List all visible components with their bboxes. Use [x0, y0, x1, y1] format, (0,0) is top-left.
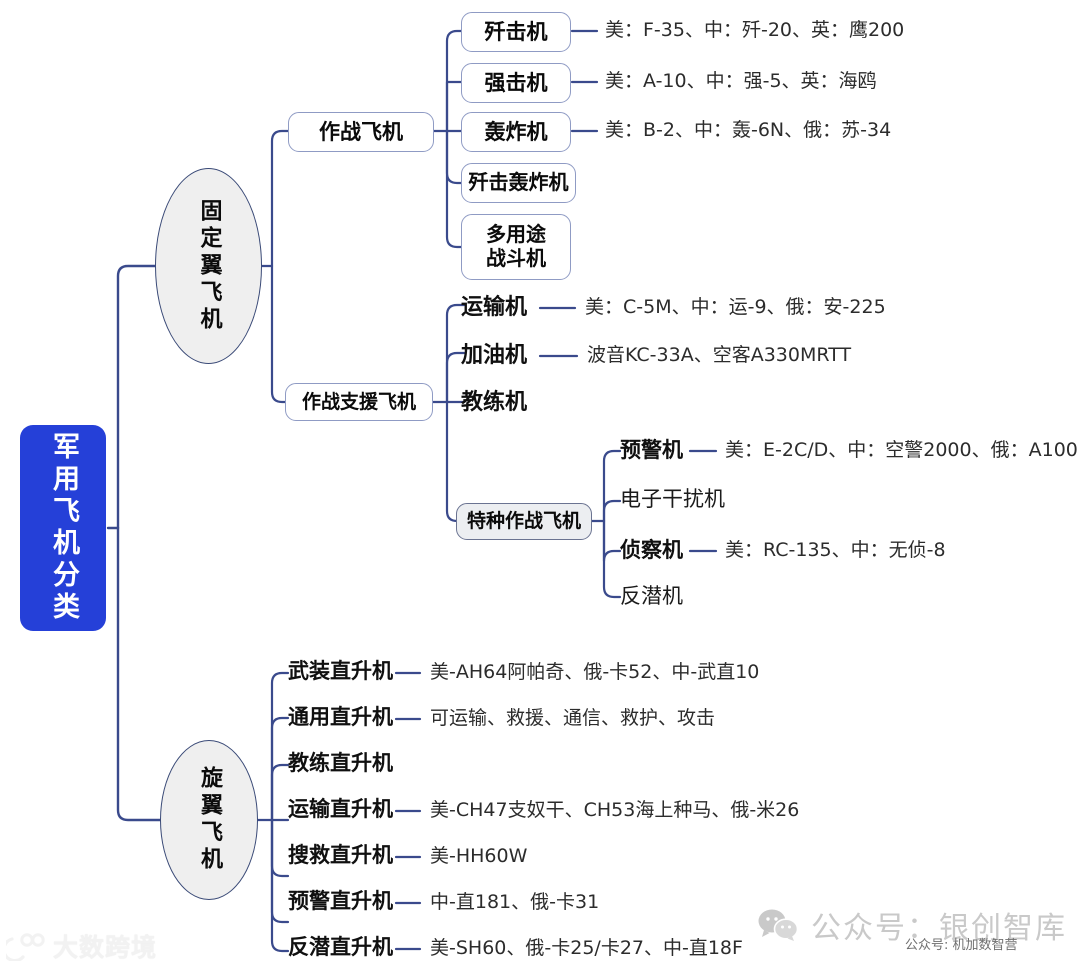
annotation-aew-helicopter: 中-直181、俄-卡31	[430, 891, 600, 913]
annotation-transport-helicopter: 美-CH47支奴干、CH53海上种马、俄-米26	[430, 799, 800, 821]
annotation-transport-aircraft: 美：C-5M、中：运-9、俄：安-225	[585, 296, 886, 318]
annotation-fighter: 美：F-35、中：歼-20、英：鹰200	[605, 19, 905, 41]
annotation-awacs: 美：E-2C/D、中：空警2000、俄：A100	[725, 439, 1078, 461]
node-transport-aircraft[interactable]: 运输机	[461, 295, 528, 320]
branch-node-rotary-wing[interactable]: 旋翼飞机	[160, 740, 258, 900]
node-aew-helicopter[interactable]: 预警直升机	[288, 889, 393, 913]
node-sar-helicopter[interactable]: 搜救直升机	[288, 843, 393, 867]
annotation-utility-helicopter: 可运输、救援、通信、救护、攻击	[430, 707, 716, 729]
watermark-right-text: 公众号：银创智库	[811, 911, 1067, 946]
node-fighter-bomber[interactable]: 歼击轰炸机	[461, 163, 576, 203]
annotation-bomber: 美：B-2、中：轰-6N、俄：苏-34	[605, 119, 892, 141]
watermark-secondary-account: 公众号: 机加数智营	[905, 938, 1018, 953]
annotation-attack-helicopter: 美-AH64阿帕奇、俄-卡52、中-武直10	[430, 661, 760, 683]
node-tanker-aircraft[interactable]: 加油机	[461, 343, 528, 368]
node-transport-helicopter[interactable]: 运输直升机	[288, 797, 393, 821]
node-special-operations-aircraft[interactable]: 特种作战飞机	[456, 503, 592, 540]
annotation-tanker-aircraft: 波音KC-33A、空客A330MRTT	[587, 344, 852, 366]
node-combat-support-aircraft[interactable]: 作战支援飞机	[285, 383, 433, 421]
node-awacs[interactable]: 预警机	[620, 438, 683, 462]
node-anti-submarine-aircraft[interactable]: 反潜机	[620, 584, 683, 608]
node-combat-aircraft[interactable]: 作战飞机	[288, 112, 434, 152]
node-multirole-fighter[interactable]: 多用途 战斗机	[461, 214, 571, 280]
wechat-icon	[758, 909, 799, 941]
node-attack-aircraft[interactable]: 强击机	[461, 63, 571, 103]
node-trainer-helicopter[interactable]: 教练直升机	[288, 751, 393, 775]
annotation-attack-aircraft: 美：A-10、中：强-5、英：海鸥	[605, 70, 877, 92]
watermark-wechat-account: 公众号：银创智库	[757, 903, 1067, 947]
watermark-left-text: 大数跨境	[53, 933, 158, 962]
node-reconnaissance-aircraft[interactable]: 侦察机	[620, 538, 683, 562]
annotation-reconnaissance-aircraft: 美：RC-135、中：无侦-8	[725, 539, 946, 561]
dashu-logo-icon	[6, 933, 45, 961]
node-bomber[interactable]: 轰炸机	[461, 112, 571, 152]
root-node[interactable]: 军用飞机分类	[20, 425, 106, 631]
node-fighter[interactable]: 歼击机	[461, 12, 571, 52]
node-asw-helicopter[interactable]: 反潜直升机	[288, 935, 393, 959]
branch-node-fixed-wing[interactable]: 固定翼飞机	[155, 168, 262, 364]
node-attack-helicopter[interactable]: 武装直升机	[288, 659, 393, 683]
node-electronic-jammer[interactable]: 电子干扰机	[620, 487, 725, 511]
watermark-dashukuajing: 大数跨境	[6, 928, 157, 964]
annotation-asw-helicopter: 美-SH60、俄-卡25/卡27、中-直18F	[430, 937, 743, 959]
node-trainer-aircraft[interactable]: 教练机	[461, 390, 528, 415]
annotation-sar-helicopter: 美-HH60W	[430, 845, 528, 867]
node-utility-helicopter[interactable]: 通用直升机	[288, 705, 393, 729]
